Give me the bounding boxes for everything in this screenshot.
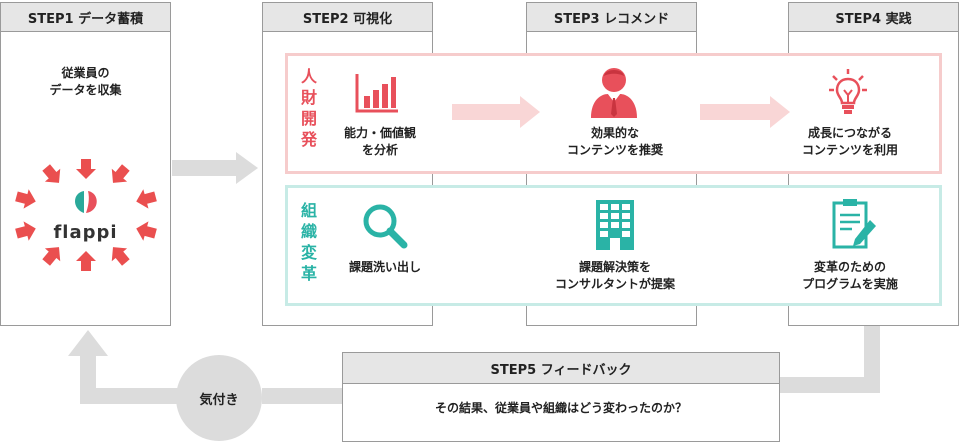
hr-item-3-line1: 成長につながる [807,126,892,140]
hr-arrow-1 [452,96,540,128]
bar-chart-icon [355,74,398,113]
org-label-char: 変 [300,243,317,262]
org-item-3-line1: 変革のための [813,260,886,274]
step1-desc-line1: 従業員の [61,66,110,80]
hr-label-char: 財 [300,88,317,107]
step5-question: その結果、従業員や組織はどう変わったのか？ [434,401,687,415]
flappi-logo-graphic [13,159,159,271]
step4-title: STEP4 実践 [789,3,958,32]
step1-box: STEP1 データ蓄積 従業員の データを収集 [0,2,171,326]
hr-item-2-line2: コンテンツを推奨 [566,143,663,157]
hr-item-1-line2: を分析 [361,143,398,157]
hr-item-1-label: 能力・価値観 を分析 [325,125,435,159]
org-item-2-line1: 課題解決策を [578,260,651,274]
office-building-icon [596,200,634,250]
feedback-label: 気付き [199,392,239,408]
org-item-2-label: 課題解決策を コンサルタントが提案 [550,259,680,293]
step5-box: STEP5 フィードバック その結果、従業員や組織はどう変わったのか？ [342,352,780,442]
arrow-up-to-step1 [68,330,108,356]
flappi-logo-text: flappi [53,222,118,243]
magnifier-icon [363,204,408,249]
flappi-mark-icon [75,191,97,213]
hr-item-2-label: 効果的な コンテンツを推奨 [557,125,673,159]
hr-development-label: 人 財 開 発 [299,66,319,150]
org-item-3-line2: プログラムを実施 [802,277,898,291]
clipboard-pen-icon [832,199,876,249]
hr-item-2-line1: 効果的な [590,126,639,140]
hr-label-char: 人 [300,67,317,86]
hr-item-1-line1: 能力・価値観 [343,126,416,140]
step1-desc: 従業員の データを収集 [1,65,170,99]
businessman-icon [591,68,637,118]
step1-title: STEP1 データ蓄積 [1,3,170,32]
feedback-line-circle-to-step1 [80,355,178,404]
org-item-1-line1: 課題洗い出し [348,260,421,274]
org-transformation-label: 組 織 変 革 [299,200,319,284]
org-item-2-line2: コンサルタントが提案 [554,277,675,291]
org-label-char: 織 [300,222,317,241]
hr-item-3-line2: コンテンツを利用 [801,143,898,157]
step2-title: STEP2 可視化 [263,3,432,32]
feedback-circle: 気付き [176,355,262,441]
org-label-char: 革 [300,264,317,283]
lightbulb-icon [829,69,867,114]
step5-title: STEP5 フィードバック [343,353,779,384]
hr-arrow-2 [700,96,790,128]
org-label-char: 組 [300,201,317,220]
hr-label-char: 開 [300,109,317,128]
hr-label-char: 発 [300,130,317,149]
hr-item-3-label: 成長につながる コンテンツを利用 [790,125,910,159]
step1-desc-line2: データを収集 [49,83,122,97]
feedback-line-step4-to-step5 [780,326,880,393]
arrow-step1-to-step2 [172,152,258,184]
org-item-1-label: 課題洗い出し [330,259,440,276]
org-item-3-label: 変革のための プログラムを実施 [790,259,910,293]
step3-title: STEP3 レコメンド [527,3,696,32]
